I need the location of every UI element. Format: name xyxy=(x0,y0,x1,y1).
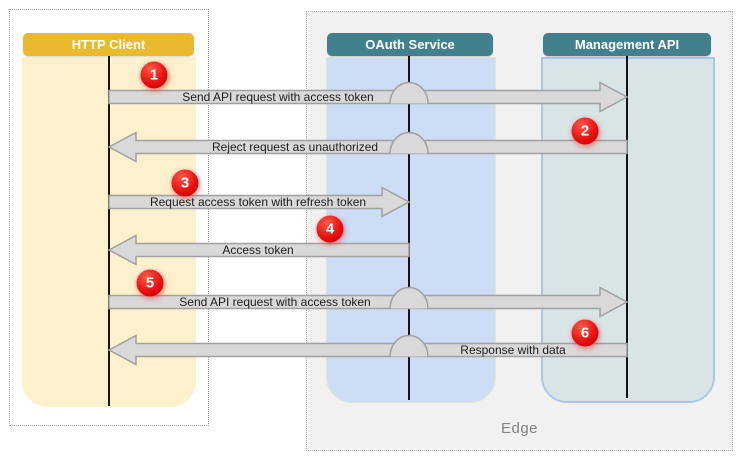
http-client-boundary-box xyxy=(9,9,209,426)
step-badge-5: 5 xyxy=(136,269,164,297)
lifeline-hop xyxy=(389,131,429,154)
actor-header-http-client: HTTP Client xyxy=(23,33,194,56)
actor-header-management-api: Management API xyxy=(543,33,711,56)
message-arrow-6 xyxy=(107,334,628,366)
message-label-1: Send API request with access token xyxy=(182,90,374,104)
lifeline-hop xyxy=(389,286,429,309)
step-badge-1: 1 xyxy=(140,61,168,89)
message-label-6: Response with data xyxy=(460,343,566,357)
message-label-4: Access token xyxy=(222,243,294,257)
lifeline-hop xyxy=(389,81,429,104)
message-label-3: Request access token with refresh token xyxy=(149,195,367,209)
step-badge-6: 6 xyxy=(571,319,599,347)
lifeline-oauth-service xyxy=(408,56,410,400)
edge-zone-label: Edge xyxy=(500,420,539,437)
message-label-5: Send API request with access token xyxy=(179,295,371,309)
message-arrow-1 xyxy=(108,81,629,113)
lifeline-management-api xyxy=(626,56,628,398)
message-arrow-5 xyxy=(108,286,629,318)
message-arrow-4 xyxy=(107,234,410,266)
actor-header-oauth-service: OAuth Service xyxy=(327,33,493,56)
step-badge-2: 2 xyxy=(571,117,599,145)
lifeline-hop xyxy=(389,334,429,357)
step-badge-4: 4 xyxy=(316,215,344,243)
lifeline-http-client xyxy=(108,56,110,406)
message-arrow-3 xyxy=(108,186,411,218)
message-arrow-2 xyxy=(107,131,628,163)
step-badge-3: 3 xyxy=(171,169,199,197)
message-label-2: Reject request as unauthorized xyxy=(211,140,379,154)
